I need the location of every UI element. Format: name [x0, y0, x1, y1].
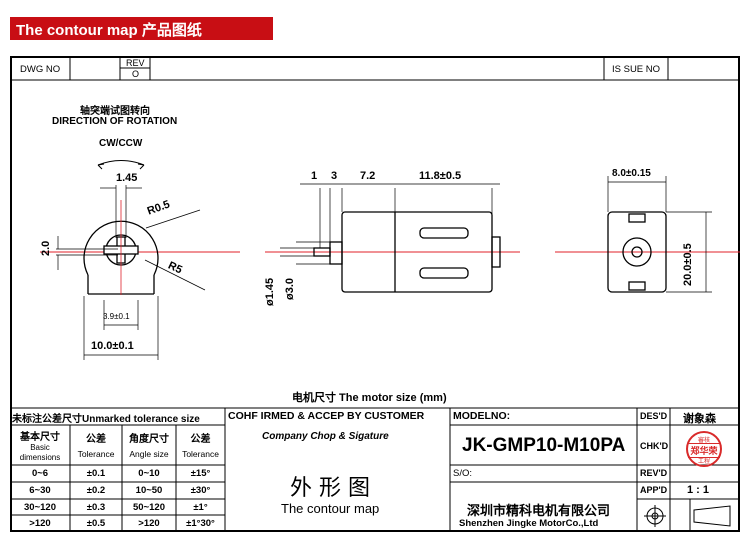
row-3-tol: ±0.3	[86, 502, 106, 513]
company-cn: 深圳市精科电机有限公司	[467, 503, 611, 518]
model-value: JK-GMP10-M10PA	[462, 435, 626, 456]
dim-shaft-flat: 1.45	[116, 172, 138, 184]
outline-title-en: The contour map	[281, 501, 380, 516]
dim-s1: 1	[311, 170, 318, 182]
dim-boss-dia: ø3.0	[284, 277, 296, 300]
dim-w10: 10.0±0.1	[91, 340, 134, 352]
rotation-label-cn: 轴突端试图转向	[80, 106, 150, 117]
row-2-tol: ±0.2	[86, 485, 106, 496]
tolerance-title: 未标注公差尺寸Unmarked tolerance size	[12, 414, 200, 425]
des-label: DES'D	[640, 411, 668, 421]
header-basic-cn: 基本尺寸	[20, 432, 60, 443]
left-end-view	[56, 160, 206, 360]
dim-s3: 3	[331, 170, 338, 182]
stamp-name: 郑华荣	[688, 443, 720, 458]
row-3-tol2: ±1°	[193, 502, 208, 513]
row-2-angle: 10~50	[135, 485, 163, 496]
side-view	[280, 183, 501, 293]
header-tol-en: Tolerance	[77, 449, 115, 459]
header-tol2-en: Tolerance	[182, 449, 219, 459]
confirm-title: COHF IRMED & ACCEP BY CUSTOMER	[228, 410, 425, 422]
bottom-title-block	[10, 407, 740, 532]
header-basic-en-2: dimensions	[19, 453, 61, 462]
row-1-tol2: ±15°	[190, 468, 211, 479]
dim-e20: 20.0±0.5	[682, 243, 694, 286]
rev-label: REV	[126, 58, 145, 68]
header-angle-en: Angle size	[129, 449, 169, 459]
rotation-direction: CW/CCW	[99, 138, 143, 149]
dim-e8: 8.0±0.15	[612, 168, 651, 179]
model-label: MODELNO:	[453, 410, 511, 422]
so-label: S/O:	[453, 468, 473, 479]
projection-symbol-icon	[644, 505, 731, 527]
banner-title: The contour map 产品图纸	[16, 22, 202, 39]
stamp-bottom-text: 工程	[697, 459, 710, 465]
drawing-sheet	[10, 56, 740, 532]
top-title-row	[10, 57, 740, 81]
dim-w39: 3.9±0.1	[103, 312, 130, 321]
row-2-basic: 6~30	[29, 485, 51, 496]
title-banner: The contour map 产品图纸	[10, 17, 273, 40]
dim-shaft-dia: ø1.45	[264, 277, 276, 306]
dim-h20: 2.0	[40, 240, 52, 256]
header-tol-cn: 公差	[86, 434, 106, 445]
chk-label: CHK'D	[640, 441, 669, 451]
row-3-basic: 30~120	[24, 502, 56, 513]
row-4-angle: >120	[138, 518, 160, 529]
row-1-tol: ±0.1	[86, 468, 106, 479]
approval-stamp: 審核 郑华荣 工程	[686, 431, 722, 467]
row-3-angle: 50~120	[133, 502, 165, 513]
rev-label-sign: REV'D	[640, 468, 668, 478]
rev-value: O	[132, 69, 140, 79]
issue-no-label: IS SUE NO	[612, 64, 661, 75]
row-2-tol2: ±30°	[190, 485, 211, 496]
header-tol2-cn: 公差	[190, 434, 211, 445]
row-4-basic: >120	[29, 518, 51, 529]
app-label: APP'D	[640, 485, 668, 495]
row-4-tol: ±0.5	[86, 518, 106, 529]
rotation-label-en: DIRECTION OF ROTATION	[52, 116, 178, 127]
drawing-caption: 电机尺寸 The motor size (mm)	[292, 392, 447, 404]
outline-title-cn: 外 形 图	[290, 476, 370, 501]
rear-end-view	[607, 176, 712, 293]
row-1-angle: 0~10	[138, 468, 160, 479]
scale-value: 1 : 1	[687, 484, 710, 496]
header-angle-cn: 角度尺寸	[129, 434, 169, 445]
des-value: 谢象森	[683, 413, 716, 425]
dwg-no-label: DWG NO	[20, 64, 61, 75]
row-1-basic: 0~6	[31, 468, 49, 479]
header-basic-en-1: Basic	[30, 443, 50, 452]
stamp-top-text: 審核	[697, 438, 710, 444]
row-4-tol2: ±1°30°	[186, 518, 215, 529]
dim-s72: 7.2	[360, 170, 376, 182]
company-en: Shenzhen Jingke MotorCo.,Ltd	[459, 518, 599, 529]
dim-s118: 11.8±0.5	[419, 170, 462, 182]
confirm-subtitle: Company Chop & Sigature	[262, 431, 389, 442]
